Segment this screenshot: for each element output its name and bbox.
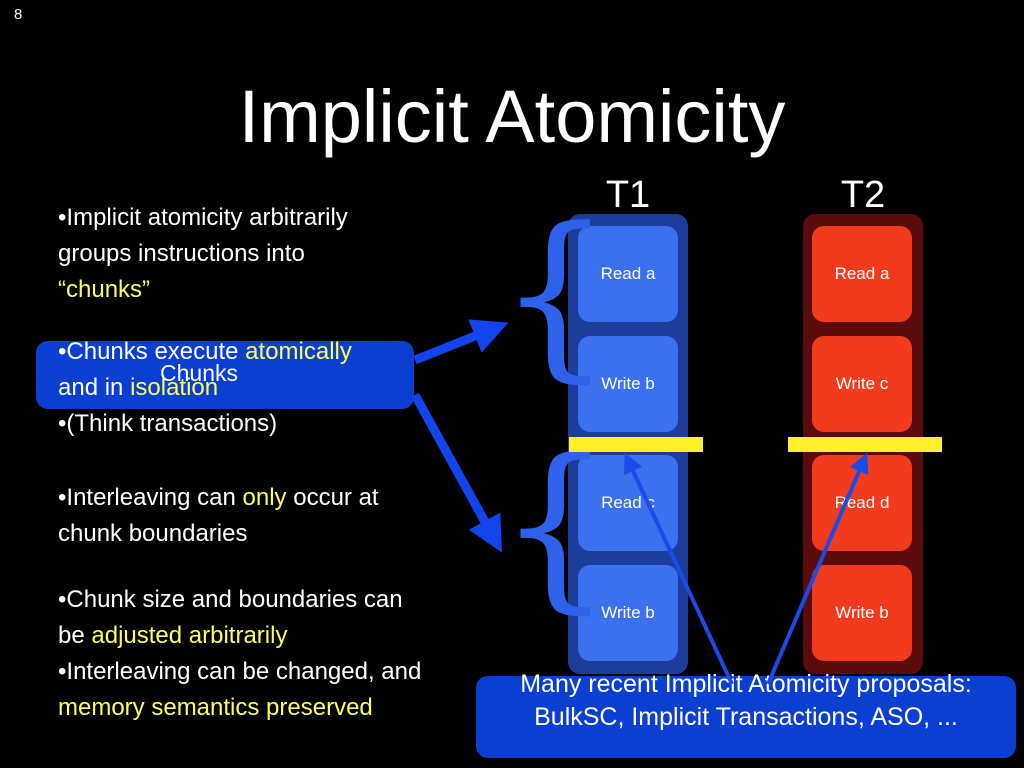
chunks-callout xyxy=(36,341,414,409)
proposals-callout xyxy=(476,676,1016,758)
slide-title: Implicit Atomicity xyxy=(238,75,786,158)
bullet-line: •Implicit atomicity arbitrarily xyxy=(58,204,348,231)
chunk-boundary-t1 xyxy=(569,437,703,452)
bullet-line: •(Think transactions) xyxy=(58,410,278,437)
t1-instruction: Write b xyxy=(578,336,678,432)
arrow-to-t1-boundary xyxy=(623,452,734,685)
chunk-brace-icon: { xyxy=(498,190,613,399)
t2-instruction: Write c xyxy=(812,336,912,432)
bullet-line: •Chunks execute atomically xyxy=(58,338,352,365)
bullet-line: chunk boundaries xyxy=(58,520,248,547)
bullet-list: •Implicit atomicity arbitrarily groups i… xyxy=(58,200,498,726)
proposals-callout-text: Many recent Implicit Atomicity proposals… xyxy=(520,670,972,731)
bullet-line: and in isolation xyxy=(58,374,219,401)
t1-instruction: Write b xyxy=(578,565,678,661)
bullet-line: •Chunk size and boundaries can xyxy=(58,586,403,613)
thread-label-t1: T1 xyxy=(605,174,651,216)
t2-instruction: Read a xyxy=(812,226,912,322)
thread-label-t2: T2 xyxy=(840,174,886,216)
chunk-boundary-t2 xyxy=(788,437,942,452)
bullet-line: •Interleaving can be changed, and xyxy=(58,658,422,685)
bullet-line: memory semantics preserved xyxy=(58,694,373,721)
arrow-to-chunk-1 xyxy=(413,319,509,365)
bullet-line: groups instructions into xyxy=(58,240,305,267)
chunk-brace-icon: { xyxy=(498,421,613,630)
bullet-line: be adjusted arbitrarily xyxy=(58,622,288,649)
t2-instruction: Write b xyxy=(812,565,912,661)
bullet-line: •Interleaving can only occur at xyxy=(58,484,379,511)
chunks-callout-label: Chunks xyxy=(160,360,238,386)
t1-instruction: Read a xyxy=(578,226,678,322)
slide-number: 8 xyxy=(14,6,23,23)
bullet-line: “chunks” xyxy=(58,276,151,303)
arrow-to-t2-boundary xyxy=(766,452,869,685)
arrow-to-chunk-2 xyxy=(411,392,502,553)
